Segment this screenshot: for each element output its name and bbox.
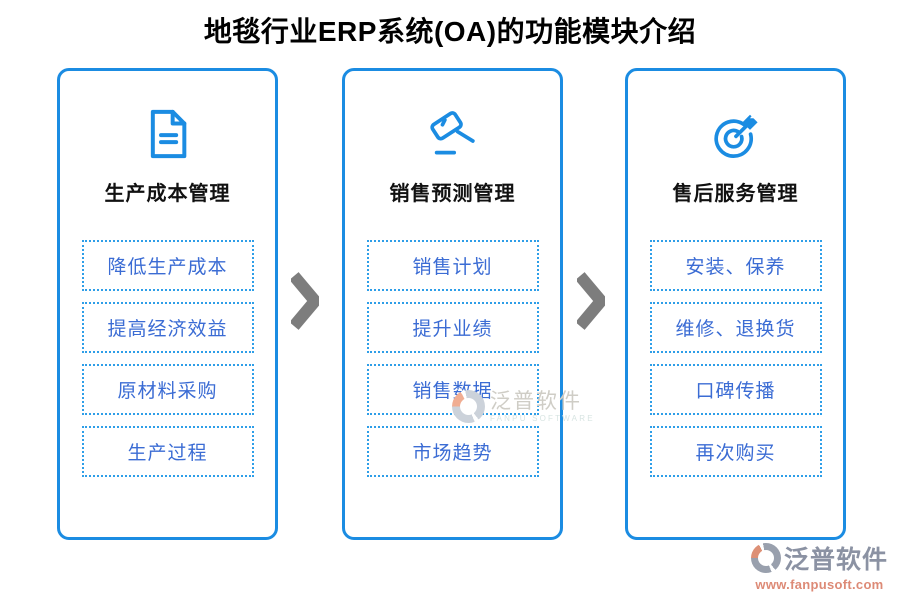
chevron-right-icon xyxy=(289,272,323,330)
feature-list: 销售计划 提升业绩 销售数据 市场趋势 xyxy=(366,240,539,477)
feature-chip: 安装、保养 xyxy=(649,240,822,291)
card-after-sales-service: 售后服务管理 安装、保养 维修、退换货 口碑传播 再次购买 xyxy=(625,68,846,540)
card-title: 售后服务管理 xyxy=(672,183,799,205)
feature-chip: 市场趋势 xyxy=(366,426,539,477)
card-title: 生产成本管理 xyxy=(104,183,231,205)
page-title: 地毯行业ERP系统(OA)的功能模块介绍 xyxy=(203,16,697,47)
feature-chip: 口碑传播 xyxy=(649,364,822,415)
feature-chip: 生产过程 xyxy=(81,426,254,477)
feature-chip: 提升业绩 xyxy=(366,302,539,353)
feature-list: 降低生产成本 提高经济效益 原材料采购 生产过程 xyxy=(81,240,254,477)
feature-chip: 销售数据 xyxy=(366,364,539,415)
fanpu-logo-icon xyxy=(750,543,781,573)
card-title: 销售预测管理 xyxy=(389,183,516,205)
footer-brand: 泛普软件 www.fanpusoft.com xyxy=(750,540,888,592)
card-production-cost: 生产成本管理 降低生产成本 提高经济效益 原材料采购 生产过程 xyxy=(57,68,278,540)
feature-chip: 销售计划 xyxy=(366,240,539,291)
feature-chip: 原材料采购 xyxy=(81,364,254,415)
feature-chip: 降低生产成本 xyxy=(81,240,254,291)
dart-target-icon xyxy=(707,105,765,163)
feature-list: 安装、保养 维修、退换货 口碑传播 再次购买 xyxy=(649,240,822,477)
brand-url[interactable]: www.fanpusoft.com xyxy=(755,577,884,592)
card-sales-forecast: 销售预测管理 销售计划 提升业绩 销售数据 市场趋势 xyxy=(342,68,563,540)
feature-chip: 提高经济效益 xyxy=(81,302,254,353)
feature-chip: 维修、退换货 xyxy=(649,302,822,353)
chevron-right-icon xyxy=(575,272,609,330)
brand-name: 泛普软件 xyxy=(783,547,888,574)
gavel-icon xyxy=(424,105,482,163)
document-icon xyxy=(139,105,197,163)
feature-chip: 再次购买 xyxy=(649,426,822,477)
